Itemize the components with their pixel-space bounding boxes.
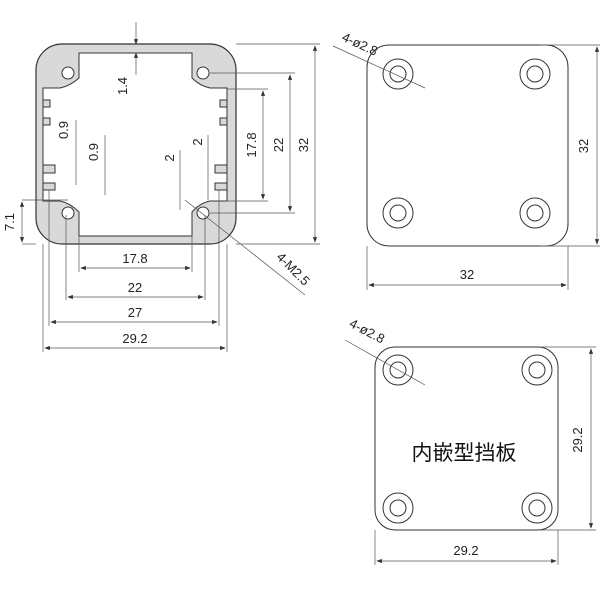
end-plate-holes bbox=[382, 58, 551, 229]
dim-hole-pitch-h: 22 bbox=[128, 280, 142, 295]
screw-slots bbox=[61, 66, 210, 220]
profile-fins bbox=[42, 99, 228, 191]
dim-gap-b: 2 bbox=[190, 138, 205, 145]
end-plate-width: 32 bbox=[460, 267, 474, 282]
end-plate-hole-callout: 4-ø2.8 bbox=[340, 29, 380, 58]
dim-hole-offset: 7.1 bbox=[2, 213, 17, 231]
dim-outer-width: 29.2 bbox=[122, 331, 147, 346]
end-plate-outline bbox=[366, 44, 569, 247]
dim-inner-width: 17.8 bbox=[122, 251, 147, 266]
inset-plate-outline bbox=[374, 346, 559, 531]
dim-outer-height: 32 bbox=[296, 138, 311, 152]
dim-wall-top: 1.4 bbox=[115, 77, 130, 95]
end-plate-height: 32 bbox=[576, 139, 591, 153]
inset-plate-width: 29.2 bbox=[453, 543, 478, 558]
dim-slot-width: 27 bbox=[128, 305, 142, 320]
dim-gap-a: 2 bbox=[162, 154, 177, 161]
dim-slot-a: 0.9 bbox=[56, 121, 71, 139]
screw-slot bbox=[196, 66, 210, 80]
screw-slot bbox=[61, 66, 75, 80]
inset-plate-label: 内嵌型挡板 bbox=[412, 441, 517, 465]
screw-slot bbox=[61, 206, 75, 220]
dim-slot-b: 0.9 bbox=[86, 143, 101, 161]
inset-plate-holes bbox=[382, 354, 553, 524]
inset-plate-height: 29.2 bbox=[570, 427, 585, 452]
dim-inner-height: 17.8 bbox=[244, 132, 259, 157]
dim-hole-pitch-v: 22 bbox=[271, 138, 286, 152]
screw-slot bbox=[196, 206, 210, 220]
thread-callout: 4-M2.5 bbox=[274, 249, 313, 288]
inset-plate: 4-ø2.8 内嵌型挡板 29.2 29.2 bbox=[344, 316, 596, 565]
profile-section: 1.4 0.9 0.9 2 2 17.8 22 32 7.1 17.8 22 2… bbox=[2, 22, 320, 352]
end-plate: 4-ø2.8 32 32 bbox=[332, 29, 600, 290]
inset-plate-hole-callout: 4-ø2.8 bbox=[347, 316, 387, 347]
